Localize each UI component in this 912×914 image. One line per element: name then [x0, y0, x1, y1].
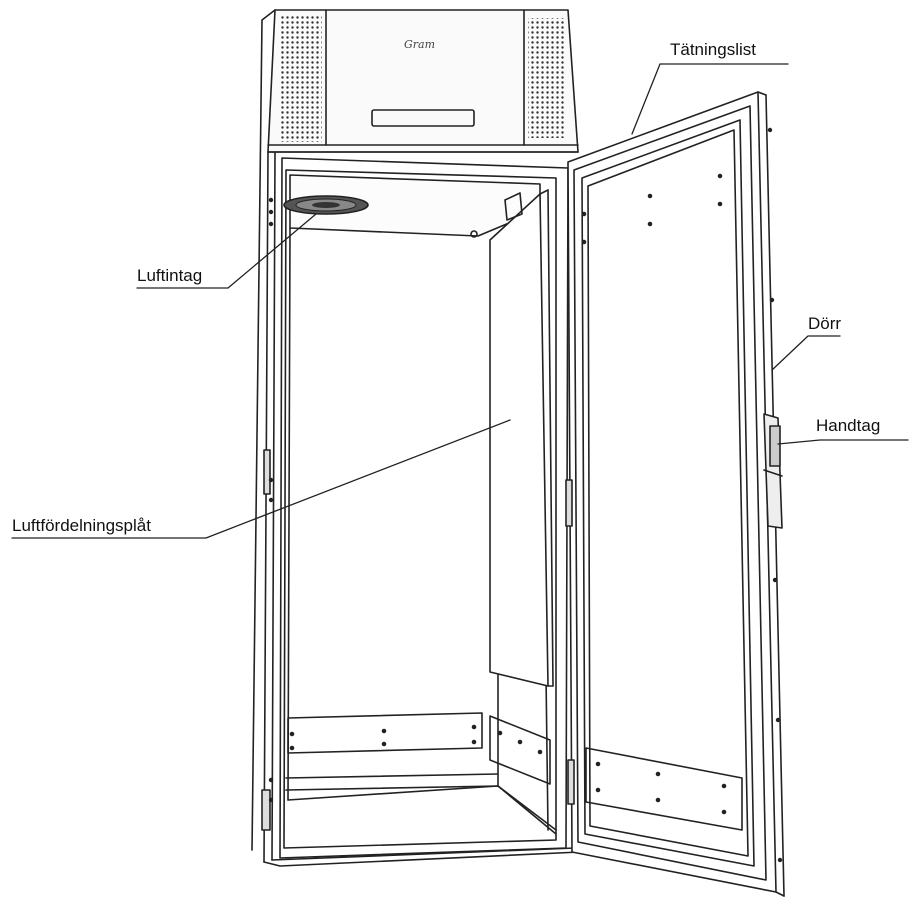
right-vent-grille [528, 18, 564, 138]
brand-logo: Gram [404, 38, 436, 51]
label-luftfordelningsplat: Luftfördelningsplåt [12, 516, 151, 535]
top-unit [251, 9, 579, 851]
open-door [565, 91, 785, 897]
left-vent-grille [280, 14, 322, 142]
label-handtag: Handtag [816, 416, 881, 435]
cabinet-body [261, 151, 581, 867]
label-tatningslist: Tätningslist [670, 40, 756, 59]
label-luftintag: Luftintag [137, 266, 203, 285]
leader-lines [11, 63, 909, 539]
label-dorr: Dörr [808, 314, 842, 333]
